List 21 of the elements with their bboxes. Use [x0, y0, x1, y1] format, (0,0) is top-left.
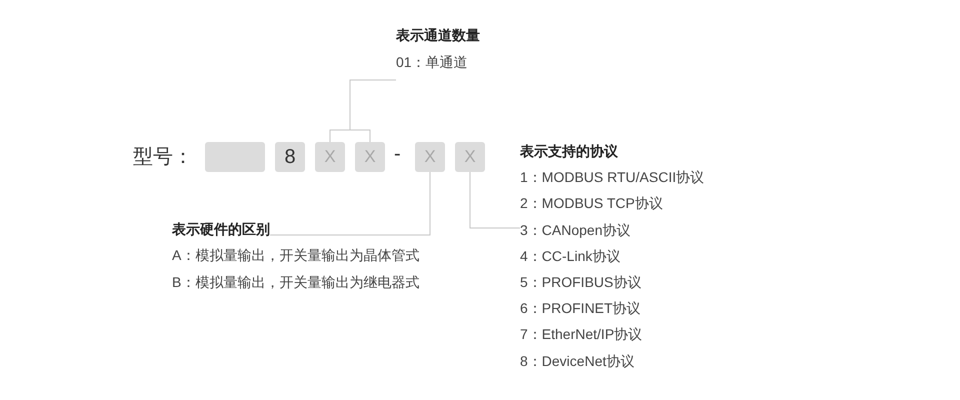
heading-text: 表示通道数量	[396, 27, 480, 43]
connector-line	[350, 80, 396, 142]
option-text: 4：CC-Link协议	[520, 248, 620, 264]
option-text: 2：MODBUS TCP协议	[520, 195, 663, 212]
option-text: 3：CANopen协议	[520, 222, 630, 238]
heading-text: 表示硬件的区别	[172, 221, 270, 239]
connector-line	[470, 172, 520, 228]
option-text: 7：EtherNet/IP协议	[520, 326, 642, 342]
heading-text: 表示支持的协议	[520, 143, 618, 159]
option-text: 8：DeviceNet协议	[520, 352, 634, 368]
option-text: B：模拟量输出，开关量输出为继电器式	[172, 274, 420, 292]
option-text: 5：PROFIBUS协议	[520, 274, 642, 290]
option-text: 6：PROFINET协议	[520, 300, 641, 316]
code-box	[205, 142, 265, 172]
option-text: 1：MODBUS RTU/ASCII协议	[520, 169, 704, 186]
code-box: 8	[275, 142, 305, 172]
field-label: 型号：	[133, 145, 193, 170]
connector-line	[270, 172, 430, 236]
option-text: A：模拟量输出，开关量输出为晶体管式	[172, 247, 420, 265]
option-text: 01：单通道	[396, 54, 468, 70]
separator-dash: -	[394, 143, 401, 166]
